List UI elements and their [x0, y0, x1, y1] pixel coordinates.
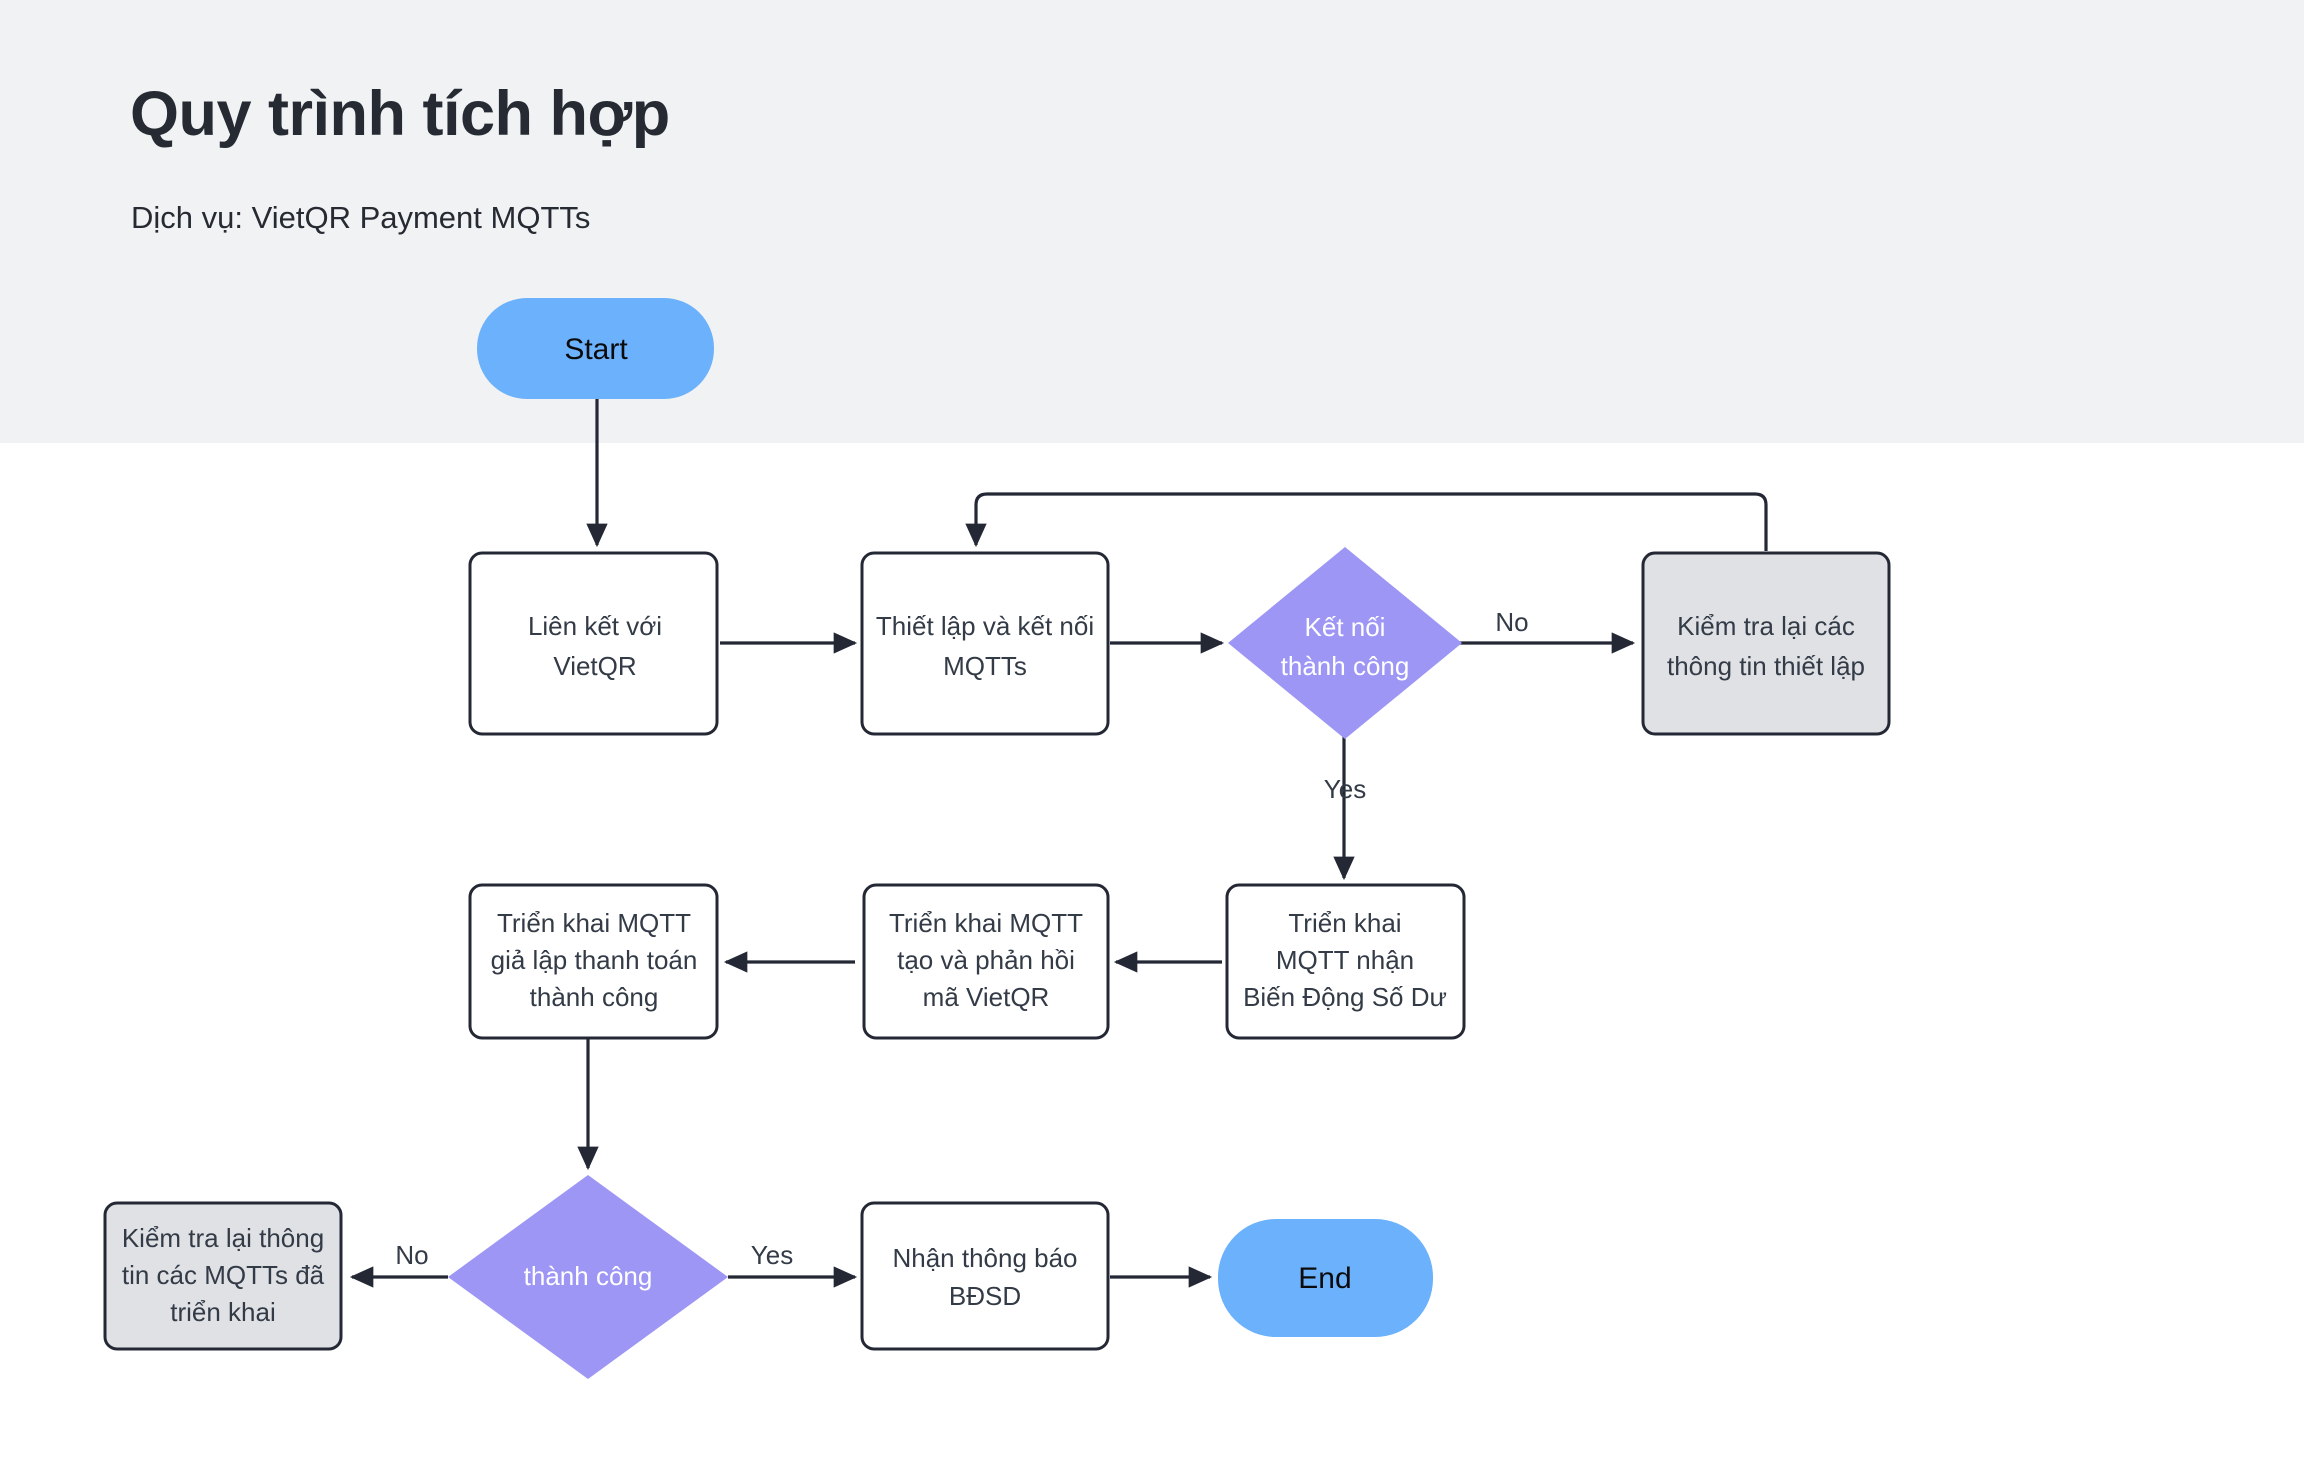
edge-label-conn-yes: Yes [1324, 774, 1366, 804]
edge-recheck1-feedback-to-setup [965, 492, 1768, 551]
node-deploy-mqtt-balance-line3: Biến Động Số Dư [1243, 982, 1447, 1012]
node-setup-mqtts-line1: Thiết lập và kết nối [876, 611, 1094, 641]
node-decision-connection-ok-line2: thành công [1281, 651, 1410, 681]
node-deploy-mqtt-payment-line2: giả lập thanh toán [491, 945, 698, 975]
node-start-shape[interactable] [477, 298, 714, 399]
edge-label-conn-no: No [1495, 607, 1528, 637]
node-recheck-setup-info[interactable]: Kiểm tra lại các thông tin thiết lập [1641, 551, 1891, 736]
node-link-vietqr[interactable]: Liên kết với VietQR [468, 551, 719, 736]
node-link-vietqr-line2: VietQR [553, 651, 636, 681]
node-deploy-mqtt-vietqr-line2: tạo và phản hồi [897, 945, 1075, 975]
node-setup-mqtts-line2: MQTTs [943, 651, 1027, 681]
node-end[interactable]: End [1218, 1219, 1433, 1337]
node-deploy-mqtt-payment[interactable]: Triển khai MQTT giả lập thanh toán thành… [468, 883, 719, 1040]
node-recheck-setup-info-line2: thông tin thiết lập [1667, 651, 1865, 681]
node-deploy-mqtt-vietqr-line3: mã VietQR [923, 982, 1050, 1012]
page-title: Quy trình tích hợp [130, 79, 670, 149]
node-deploy-mqtt-vietqr[interactable]: Triển khai MQTT tạo và phản hồi mã VietQ… [862, 883, 1110, 1040]
header-band [0, 0, 2304, 443]
node-start-label: Start [564, 333, 628, 366]
edge-layer [349, 398, 1768, 1288]
node-decision-payment-success-label: thành công [524, 1261, 653, 1291]
node-setup-mqtts[interactable]: Thiết lập và kết nối MQTTs [860, 551, 1110, 736]
node-receive-notification-line2: BĐSD [949, 1281, 1021, 1311]
node-recheck-deployed-mqtts-line1: Kiểm tra lại thông [122, 1223, 324, 1253]
node-receive-notification-shape[interactable] [860, 1201, 1110, 1351]
node-decision-connection-ok[interactable]: Kết nối thành công [1228, 547, 1462, 739]
node-decision-connection-ok-line1: Kết nối [1305, 612, 1386, 642]
node-end-label: End [1298, 1262, 1351, 1295]
node-deploy-mqtt-balance-line1: Triển khai [1288, 908, 1401, 938]
node-deploy-mqtt-balance-shape[interactable] [1225, 883, 1466, 1040]
node-link-vietqr-line1: Liên kết với [528, 611, 662, 641]
edge-label-success-yes: Yes [751, 1240, 793, 1270]
node-deploy-mqtt-balance-line2: MQTT nhận [1276, 945, 1414, 975]
node-setup-mqtts-shape[interactable] [860, 551, 1110, 736]
node-end-shape[interactable] [1218, 1219, 1433, 1337]
node-recheck-deployed-mqtts-line2: tin các MQTTs đã [122, 1260, 325, 1290]
node-decision-connection-ok-diamond[interactable] [1228, 547, 1462, 739]
node-deploy-mqtt-vietqr-shape[interactable] [862, 883, 1110, 1040]
node-decision-payment-success[interactable]: thành công [448, 1175, 728, 1379]
node-deploy-mqtt-balance[interactable]: Triển khai MQTT nhận Biến Động Số Dư [1225, 883, 1466, 1040]
edge-label-layer: No Yes No Yes [395, 607, 1528, 1270]
node-link-vietqr-shape[interactable] [468, 551, 719, 736]
node-deploy-mqtt-payment-line3: thành công [530, 982, 659, 1012]
node-recheck-deployed-mqtts[interactable]: Kiểm tra lại thông tin các MQTTs đã triể… [103, 1201, 343, 1351]
node-deploy-mqtt-vietqr-line1: Triển khai MQTT [889, 908, 1083, 938]
node-recheck-setup-info-shape[interactable] [1641, 551, 1891, 736]
node-recheck-deployed-mqtts-line3: triển khai [170, 1297, 276, 1327]
page-subtitle: Dịch vụ: VietQR Payment MQTTs [131, 200, 591, 235]
node-start[interactable]: Start [477, 298, 714, 399]
node-receive-notification[interactable]: Nhận thông báo BĐSD [860, 1201, 1110, 1351]
node-deploy-mqtt-payment-line1: Triển khai MQTT [497, 908, 691, 938]
node-decision-payment-success-shape[interactable] [448, 1175, 728, 1379]
edge-label-success-no: No [395, 1240, 428, 1270]
node-recheck-setup-info-line1: Kiểm tra lại các [1677, 611, 1855, 641]
node-deploy-mqtt-payment-shape[interactable] [468, 883, 719, 1040]
node-recheck-deployed-mqtts-shape[interactable] [103, 1201, 343, 1351]
node-receive-notification-line1: Nhận thông báo [892, 1243, 1077, 1273]
